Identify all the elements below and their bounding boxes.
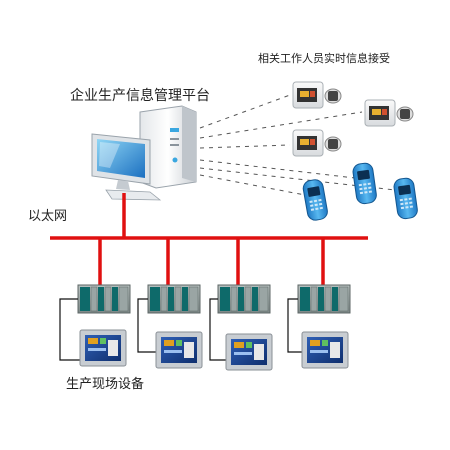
mobile-phone-icon xyxy=(302,179,328,221)
hmi-touch-panel-icon xyxy=(155,331,203,369)
mobile-phone-icon xyxy=(352,162,377,205)
hmi-touch-panel-icon xyxy=(79,329,127,367)
smartwatch-icon xyxy=(292,129,342,157)
ethernet-bus xyxy=(50,193,368,286)
plc-rack-icon xyxy=(147,284,201,314)
wireless-link-watch-1 xyxy=(199,94,291,129)
plc-hmi-link xyxy=(59,298,80,361)
plc-rack-icon xyxy=(217,284,271,314)
field-devices-label: 生产现场设备 xyxy=(66,376,144,392)
desktop-computer-icon xyxy=(91,105,197,201)
plc-hmi-link xyxy=(137,298,156,353)
ethernet-label: 以太网 xyxy=(28,209,67,224)
device-links xyxy=(59,298,302,361)
wireless-link-phone-2 xyxy=(199,159,356,179)
plc-hmi-link xyxy=(209,298,226,361)
notify-caption: 相关工作人员实时信息接受 xyxy=(258,51,390,65)
hmi-touch-panel-icon xyxy=(301,331,349,369)
mobile-phone-icon xyxy=(393,177,418,220)
smartwatch-icon xyxy=(292,81,342,109)
wireless-link-phone-1 xyxy=(199,174,306,196)
wireless-link-watch-3 xyxy=(199,144,291,149)
plc-rack-icon xyxy=(77,284,131,314)
wireless-link-watch-2 xyxy=(199,111,363,139)
plc-hmi-link xyxy=(287,298,302,353)
plc-rack-icon xyxy=(297,284,351,314)
smartwatch-icon xyxy=(364,99,414,127)
platform-title: 企业生产信息管理平台 xyxy=(70,87,210,104)
hmi-touch-panel-icon xyxy=(225,333,273,371)
